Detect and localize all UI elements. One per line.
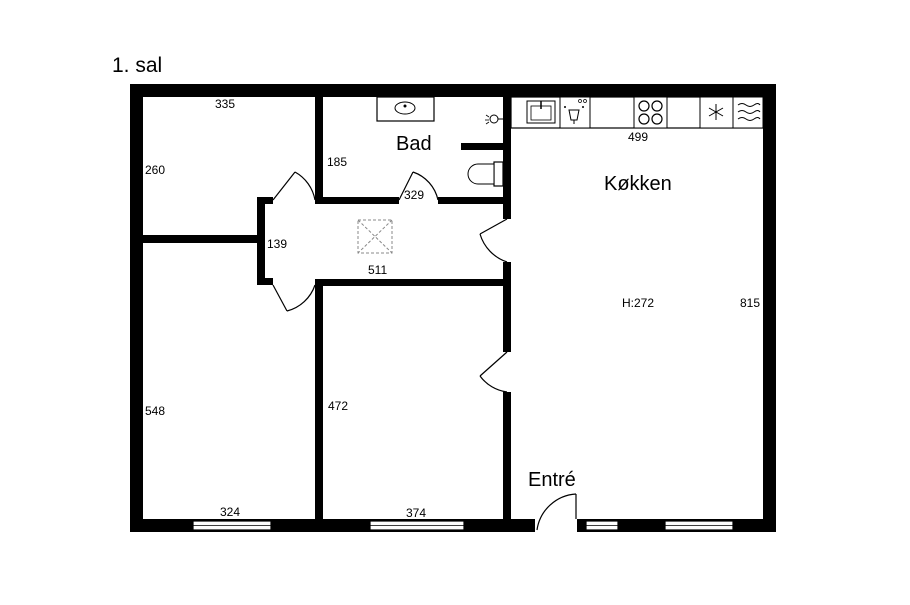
outer-walls bbox=[130, 84, 776, 532]
door-room1-arc bbox=[294, 171, 316, 201]
dim-bottom-left-width: 324 bbox=[220, 505, 240, 519]
room-name-bad: Bad bbox=[396, 133, 432, 155]
entrance-door-gap bbox=[535, 518, 577, 533]
hatch-icon bbox=[357, 219, 393, 254]
toilet-icon bbox=[467, 161, 504, 187]
lamp-icon bbox=[485, 114, 503, 125]
dim-bottom-left-depth: 548 bbox=[145, 404, 165, 418]
wall-hall-bottom bbox=[315, 279, 510, 286]
dim-bad-depth: 185 bbox=[327, 155, 347, 169]
dim-bottom-mid-depth: 472 bbox=[328, 399, 348, 413]
floor-title: 1. sal bbox=[112, 54, 163, 77]
wall-hall-bottom-left bbox=[257, 278, 273, 285]
wall-hall-top-right bbox=[438, 197, 510, 204]
dim-top-left-depth: 260 bbox=[145, 163, 165, 177]
outer-wall-top bbox=[130, 84, 776, 97]
room-name-entre: Entré bbox=[528, 469, 576, 491]
windows bbox=[192, 520, 734, 531]
door-room4-leaf bbox=[479, 351, 508, 377]
sink-icon bbox=[376, 96, 435, 122]
dim-bottom-mid-width: 374 bbox=[406, 506, 426, 520]
wall-room1-bottom bbox=[143, 235, 260, 243]
stove-icon bbox=[633, 96, 668, 129]
heater-icon bbox=[732, 96, 764, 129]
door-room4-arc bbox=[479, 375, 508, 393]
door-bad-arc bbox=[412, 171, 439, 201]
dim-kitchen-depth: 815 bbox=[740, 296, 760, 310]
wall-bottom-rooms bbox=[315, 279, 323, 519]
outer-wall-right bbox=[763, 84, 776, 532]
door-bad-leaf bbox=[398, 171, 414, 201]
wall-kitchen-lower bbox=[503, 392, 511, 519]
outer-wall-left bbox=[130, 84, 143, 532]
door-room1-leaf bbox=[272, 171, 296, 201]
freezer-icon bbox=[699, 96, 734, 129]
dim-bad-width: 329 bbox=[404, 188, 424, 202]
wall-room1-bad bbox=[315, 97, 323, 198]
room-name-kokken: Køkken bbox=[604, 173, 672, 195]
dim-top-left-width: 335 bbox=[215, 97, 235, 111]
wall-kitchen-mid bbox=[503, 262, 511, 352]
wall-hall-top-mid bbox=[315, 197, 399, 204]
dim-hall-width: 511 bbox=[368, 263, 387, 277]
door-room3-arc bbox=[286, 284, 316, 312]
interior-walls bbox=[143, 97, 511, 519]
door-kitchen-upper-leaf bbox=[479, 218, 508, 235]
doors bbox=[272, 171, 508, 393]
sink-icon bbox=[526, 100, 556, 124]
wall-bad-partition bbox=[461, 143, 503, 150]
dim-kitchen-counter: 499 bbox=[628, 130, 648, 144]
bathroom-fixtures bbox=[376, 96, 504, 187]
door-kitchen-upper-arc bbox=[479, 233, 508, 263]
wall-hall-top-left bbox=[257, 197, 273, 204]
door-room3-leaf bbox=[272, 284, 288, 312]
entrance-door-arc bbox=[536, 493, 577, 531]
ceiling-height: H:272 bbox=[622, 296, 654, 310]
dishwasher-icon bbox=[559, 96, 591, 129]
wall-hall-left bbox=[257, 197, 265, 283]
dim-hall-depth: 139 bbox=[267, 237, 287, 251]
kitchen-counter bbox=[510, 96, 764, 129]
wall-kitchen-upper bbox=[503, 97, 511, 219]
